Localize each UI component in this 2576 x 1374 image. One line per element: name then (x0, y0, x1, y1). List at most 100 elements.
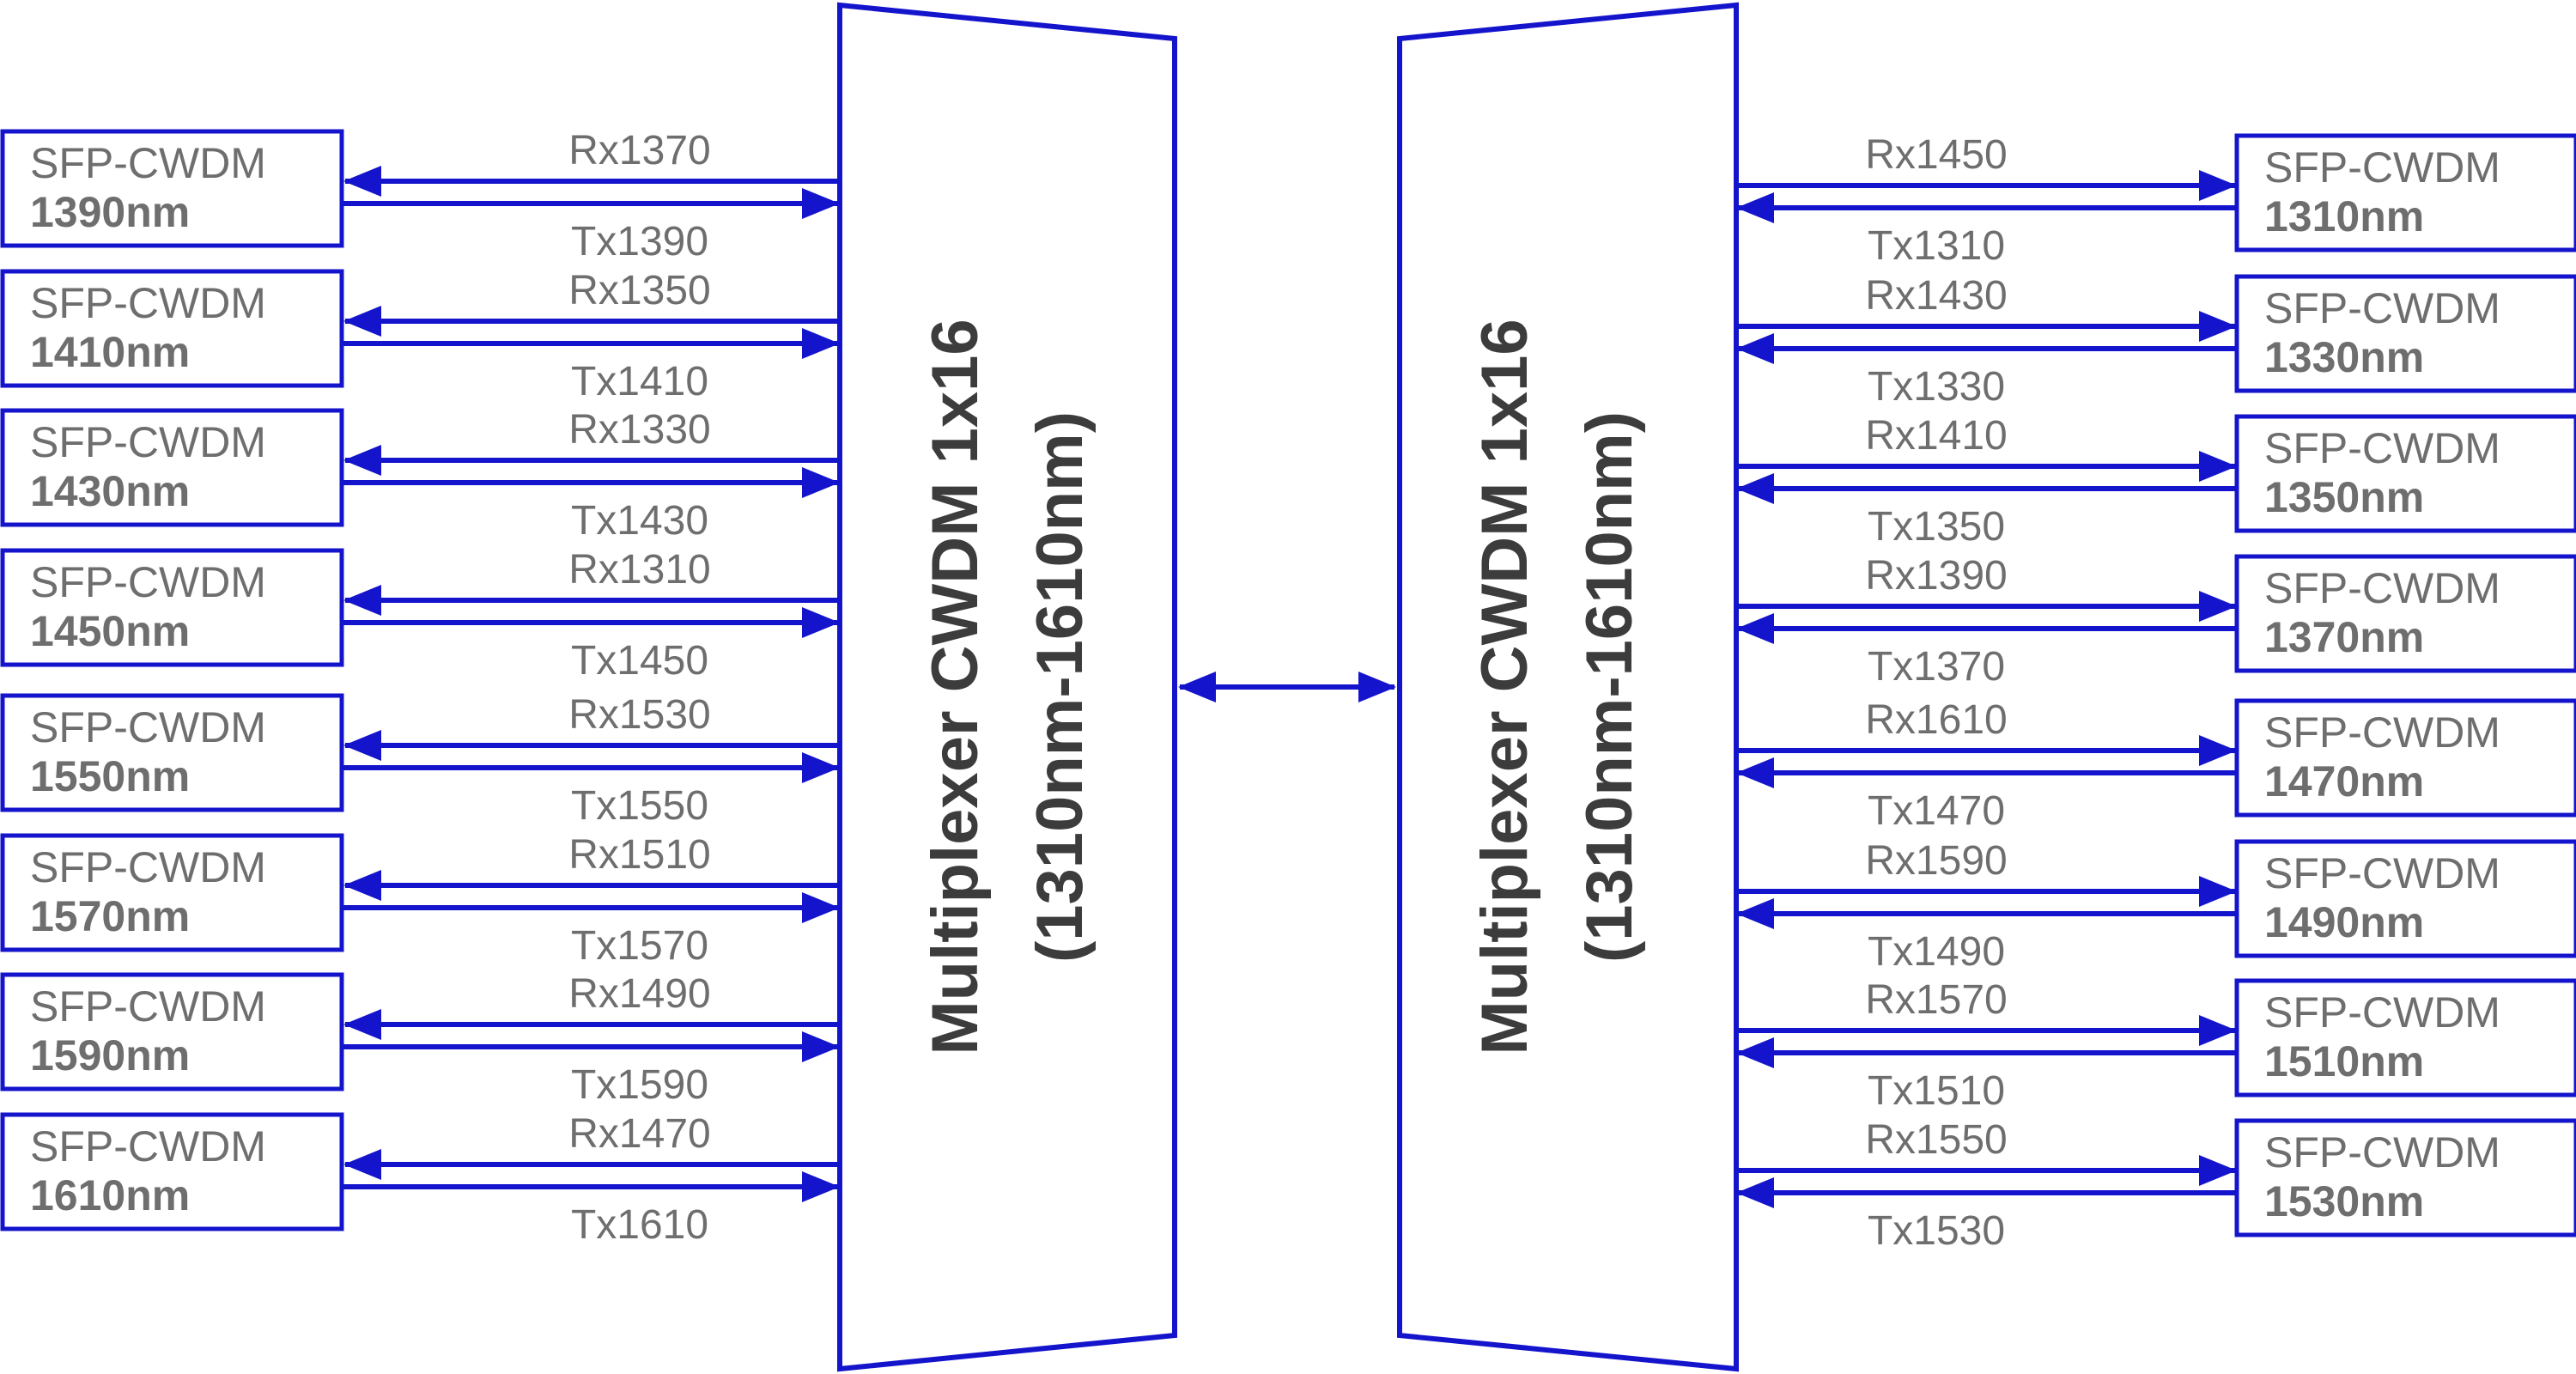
sfp-module-type: SFP-CWDM (2264, 424, 2500, 472)
right-multiplexer-range: (1310nm-1610nm) (1573, 411, 1646, 963)
sfp-module-wavelength: 1310nm (2264, 192, 2424, 240)
sfp-module-type: SFP-CWDM (2264, 1128, 2500, 1176)
sfp-module-type: SFP-CWDM (30, 982, 266, 1030)
sfp-module-wavelength: 1430nm (30, 467, 190, 515)
rx-label: Rx1510 (568, 832, 710, 878)
sfp-module-type: SFP-CWDM (2264, 284, 2500, 332)
sfp-module-box (2234, 414, 2576, 533)
sfp-module-type: SFP-CWDM (30, 703, 266, 751)
tx-label: Tx1590 (571, 1062, 708, 1108)
tx-label: Tx1350 (1868, 504, 2005, 550)
sfp-module-wavelength: 1510nm (2264, 1037, 2424, 1085)
tx-label: Tx1450 (571, 638, 708, 684)
sfp-module-type: SFP-CWDM (2264, 849, 2500, 897)
sfp-module-box (0, 693, 344, 812)
right-multiplexer-title: Multiplexer CWDM 1x16 (1468, 319, 1541, 1055)
tx-label: Tx1430 (571, 498, 708, 544)
sfp-module-box (2234, 698, 2576, 818)
tx-label: Tx1610 (571, 1202, 708, 1248)
tx-label: Tx1390 (571, 219, 708, 264)
sfp-module-box (0, 548, 344, 667)
rx-label: Rx1410 (1865, 413, 2007, 459)
left-multiplexer-range: (1310nm-1610nm) (1024, 411, 1097, 963)
sfp-module-wavelength: 1590nm (30, 1031, 190, 1079)
sfp-module-type: SFP-CWDM (30, 139, 266, 187)
sfp-module-box (0, 269, 344, 388)
rx-label: Rx1310 (568, 547, 710, 593)
left-multiplexer-title: Multiplexer CWDM 1x16 (919, 319, 992, 1055)
sfp-module-box (2234, 554, 2576, 673)
right-module-group: SFP-CWDM1310nmRx1450Tx1310SFP-CWDM1330nm… (1736, 132, 2576, 1254)
rx-label: Rx1490 (568, 971, 710, 1017)
sfp-module-wavelength: 1370nm (2264, 613, 2424, 661)
sfp-module-type: SFP-CWDM (30, 418, 266, 466)
tx-label: Tx1570 (571, 923, 708, 969)
sfp-module-wavelength: 1570nm (30, 892, 190, 940)
sfp-module-box (2234, 274, 2576, 393)
sfp-module-box (0, 972, 344, 1091)
rx-label: Rx1430 (1865, 273, 2007, 319)
rx-label: Rx1370 (568, 128, 710, 173)
left-module-group: SFP-CWDM1390nmRx1370Tx1390SFP-CWDM1410nm… (0, 128, 840, 1248)
sfp-module-box (0, 1112, 344, 1231)
rx-label: Rx1530 (568, 692, 710, 738)
tx-label: Tx1470 (1868, 788, 2005, 834)
sfp-module-wavelength: 1350nm (2264, 473, 2424, 521)
rx-label: Rx1330 (568, 407, 710, 453)
sfp-module-box (0, 408, 344, 527)
rx-label: Rx1610 (1865, 697, 2007, 743)
sfp-module-wavelength: 1450nm (30, 607, 190, 655)
tx-label: Tx1330 (1868, 364, 2005, 410)
rx-label: Rx1590 (1865, 838, 2007, 884)
rx-label: Rx1350 (568, 268, 710, 313)
rx-label: Rx1570 (1865, 977, 2007, 1023)
sfp-module-type: SFP-CWDM (2264, 988, 2500, 1037)
sfp-module-wavelength: 1330nm (2264, 333, 2424, 381)
tx-label: Tx1410 (571, 359, 708, 404)
sfp-module-type: SFP-CWDM (30, 1122, 266, 1170)
sfp-module-box (2234, 978, 2576, 1097)
sfp-module-box (2234, 1118, 2576, 1237)
sfp-module-box (2234, 133, 2576, 252)
tx-label: Tx1530 (1868, 1208, 2005, 1254)
sfp-module-box (0, 129, 344, 248)
sfp-module-wavelength: 1410nm (30, 328, 190, 376)
sfp-module-wavelength: 1550nm (30, 752, 190, 800)
sfp-module-box (0, 833, 344, 952)
tx-label: Tx1510 (1868, 1068, 2005, 1114)
sfp-module-wavelength: 1530nm (2264, 1177, 2424, 1225)
rx-label: Rx1450 (1865, 132, 2007, 178)
sfp-module-type: SFP-CWDM (30, 279, 266, 327)
sfp-module-wavelength: 1390nm (30, 188, 190, 236)
tx-label: Tx1310 (1868, 223, 2005, 269)
sfp-module-type: SFP-CWDM (30, 843, 266, 891)
sfp-module-type: SFP-CWDM (2264, 564, 2500, 612)
sfp-module-type: SFP-CWDM (2264, 708, 2500, 757)
sfp-module-wavelength: 1470nm (2264, 757, 2424, 806)
sfp-module-type: SFP-CWDM (30, 558, 266, 606)
sfp-module-wavelength: 1490nm (2264, 898, 2424, 946)
tx-label: Tx1550 (571, 783, 708, 829)
sfp-module-wavelength: 1610nm (30, 1171, 190, 1219)
rx-label: Rx1390 (1865, 553, 2007, 599)
sfp-module-type: SFP-CWDM (2264, 143, 2500, 192)
rx-label: Rx1470 (568, 1111, 710, 1157)
tx-label: Tx1370 (1868, 644, 2005, 690)
right-multiplexer-body (1397, 2, 1739, 1372)
tx-label: Tx1490 (1868, 929, 2005, 975)
